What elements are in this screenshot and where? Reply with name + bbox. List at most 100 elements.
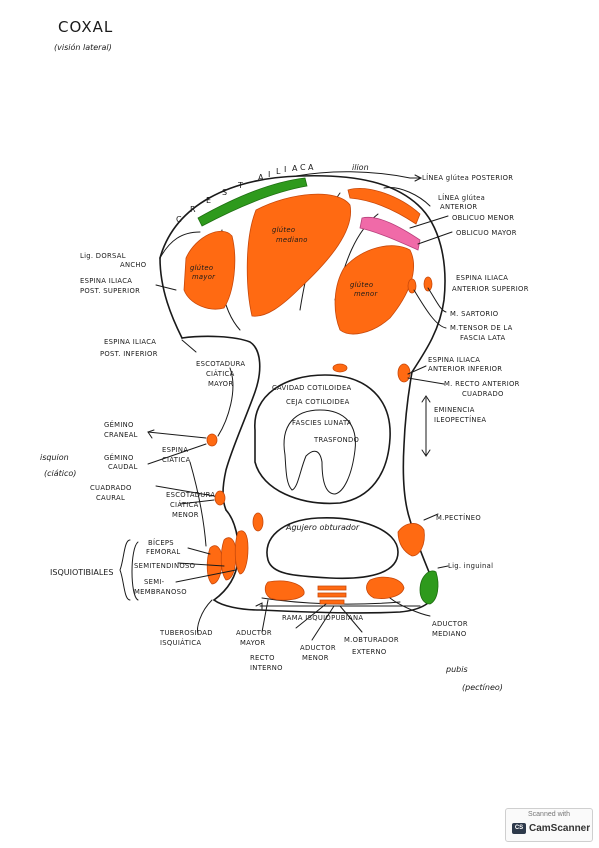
svg-text:L: L xyxy=(276,167,281,176)
page-title: COXAL xyxy=(58,18,113,36)
muscle-origins xyxy=(183,188,433,605)
label-dorsal-ancho: Lig. DORSAL xyxy=(80,252,126,260)
svg-text:A: A xyxy=(308,163,314,172)
svg-text:E: E xyxy=(206,196,211,205)
svg-text:ANTERIOR: ANTERIOR xyxy=(440,203,477,211)
gracilis-origin xyxy=(317,585,347,591)
svg-text:R: R xyxy=(190,205,196,214)
quadratus-femoris-origin xyxy=(252,512,264,532)
gluteus-medius-origin xyxy=(246,193,352,317)
label-eipi: ESPINA ILIACA xyxy=(104,338,156,346)
inferior-gemellus-origin xyxy=(214,490,226,506)
adductor-longus-origin xyxy=(366,576,405,599)
svg-text:ILEOPECTÍNEA: ILEOPECTÍNEA xyxy=(434,415,486,424)
label-semimembranoso: SEMI- xyxy=(144,578,165,586)
label-recto-anterior: M. RECTO ANTERIOR xyxy=(444,380,520,388)
label-eips: ESPINA ILIACA xyxy=(80,277,132,285)
annotation-labels: ilion LÍNEA glútea POSTERIOR LÍNEA glúte… xyxy=(40,163,529,692)
label-cuadrado: CUADRADO xyxy=(90,484,132,492)
tensor-fascia-lata-origin xyxy=(423,276,433,292)
label-gemino-craneal: GÉMINO xyxy=(104,420,134,429)
internal-oblique-insertion xyxy=(359,216,421,251)
svg-text:FEMORAL: FEMORAL xyxy=(146,548,180,556)
svg-text:I: I xyxy=(284,165,286,174)
page-subtitle: (visión lateral) xyxy=(54,42,112,52)
gluteus-maximus-origin xyxy=(183,231,236,310)
svg-text:A: A xyxy=(292,164,298,173)
label-aductor-mediano: ADUCTOR xyxy=(432,620,468,628)
svg-text:POST. SUPERIOR: POST. SUPERIOR xyxy=(80,287,140,295)
eipi-origin xyxy=(332,363,348,373)
label-pubis: pubis xyxy=(445,665,468,674)
svg-text:ANTERIOR SUPERIOR: ANTERIOR SUPERIOR xyxy=(452,285,529,293)
label-espina-ciatica: ESPINA xyxy=(162,446,188,454)
superior-gemellus-origin xyxy=(206,433,218,447)
label-eminencia: EMINENCIA xyxy=(434,406,475,414)
label-pectineo-pubis: (pectíneo) xyxy=(462,683,503,692)
label-gemino-caudal: GÉMINO xyxy=(104,453,134,462)
label-isquiotibiales: ISQUIOTIBIALES xyxy=(50,568,113,577)
label-gluteo-menor: glúteo xyxy=(350,281,373,289)
gluteus-minimus-origin xyxy=(334,245,414,335)
semitendinosus-origin xyxy=(220,537,237,581)
label-aductor-mayor: ADUCTOR xyxy=(236,629,272,637)
svg-text:A: A xyxy=(258,173,264,182)
svg-text:CAUDAL: CAUDAL xyxy=(108,463,138,471)
svg-text:INTERNO: INTERNO xyxy=(250,664,283,672)
inguinal-ligament-insertion xyxy=(419,570,439,605)
label-trasfondo: TRASFONDO xyxy=(313,436,359,444)
obturator-externus-origin xyxy=(319,599,345,605)
label-agujero-obturador: Agujero obturador xyxy=(285,523,360,532)
svg-text:mediano: mediano xyxy=(276,236,308,244)
ilium-upper-origin xyxy=(347,188,421,225)
label-tuberosidad: TUBEROSIDAD xyxy=(159,629,213,637)
label-eias: ESPINA ILIACA xyxy=(456,274,508,282)
label-ceja: CEJA COTILOIDEA xyxy=(286,398,350,406)
label-fascies: FASCIES LUNATA xyxy=(292,419,352,427)
label-cavidad: CAVIDAD COTILOIDEA xyxy=(272,384,352,392)
label-linea-glutea-anterior: LÍNEA glútea xyxy=(438,193,485,202)
svg-text:menor: menor xyxy=(354,290,378,298)
svg-text:CAURAL: CAURAL xyxy=(96,494,125,502)
svg-text:MEDIANO: MEDIANO xyxy=(432,630,467,638)
biceps-femoris-origin xyxy=(206,545,223,585)
camscanner-logo-icon: CS xyxy=(512,823,526,834)
svg-text:MAYOR: MAYOR xyxy=(208,380,233,388)
svg-text:CUADRADO: CUADRADO xyxy=(462,390,504,398)
hamstrings-bracket xyxy=(119,539,131,601)
svg-text:MEMBRANOSO: MEMBRANOSO xyxy=(134,588,187,596)
label-gluteo-mayor: glúteo xyxy=(190,264,213,272)
svg-text:CRANEAL: CRANEAL xyxy=(104,431,138,439)
label-oblicuo-mayor: OBLICUO MAYOR xyxy=(456,229,517,237)
svg-text:ISQUIÁTICA: ISQUIÁTICA xyxy=(160,638,201,647)
label-lig-inguinal: Lig. inguinal xyxy=(448,562,493,570)
svg-text:EXTERNO: EXTERNO xyxy=(352,648,387,656)
adductor-brevis-origin xyxy=(317,592,347,598)
label-eiai: ESPINA ILIACA xyxy=(428,356,480,364)
svg-text:S: S xyxy=(222,188,227,197)
svg-text:MAYOR: MAYOR xyxy=(240,639,265,647)
svg-text:ANTERIOR INFERIOR: ANTERIOR INFERIOR xyxy=(428,365,502,373)
semimembranosus-origin xyxy=(234,530,249,575)
label-pectineo: M.PECTÍNEO xyxy=(436,513,481,522)
rectus-femoris-origin xyxy=(397,363,411,383)
label-biceps: BÍCEPS xyxy=(148,538,174,547)
label-tensor: M.TENSOR DE LA xyxy=(450,324,513,332)
svg-text:CIÁTICA: CIÁTICA xyxy=(170,500,199,509)
svg-text:POST. INFERIOR: POST. INFERIOR xyxy=(100,350,158,358)
badge-caption: Scanned with xyxy=(527,811,571,818)
svg-text:MENOR: MENOR xyxy=(302,654,329,662)
label-semitendinoso: SEMITENDINOSO xyxy=(134,562,195,570)
svg-text:FASCIA LATA: FASCIA LATA xyxy=(460,334,505,342)
svg-text:I: I xyxy=(268,170,270,179)
label-ilion: ilion xyxy=(352,163,369,172)
label-isquion: isquion xyxy=(40,453,69,462)
svg-text:C: C xyxy=(176,215,182,224)
label-escotadura-menor: ESCOTADURA xyxy=(166,491,215,499)
svg-text:MENOR: MENOR xyxy=(172,511,199,519)
svg-text:mayor: mayor xyxy=(192,273,216,281)
iliac-crest-label: C R E S T A I L I A C A xyxy=(176,163,314,224)
